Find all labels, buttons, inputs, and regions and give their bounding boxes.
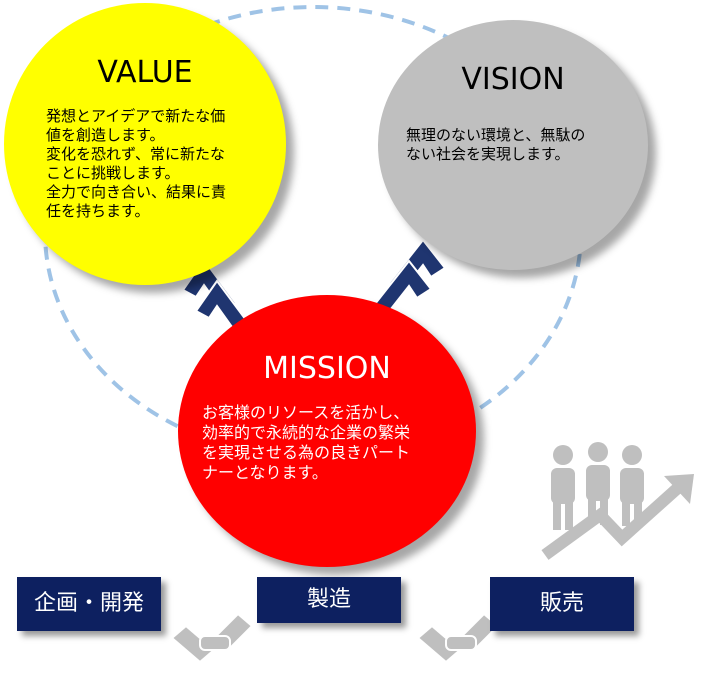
vision-text: 無理のない環境と、無駄の ない社会を実現します。 (406, 126, 638, 164)
people-growth-icon (541, 442, 694, 560)
value-circle: VALUE 発想とアイデアで新たな価 値を創造します。 変化を恐れず、常に新たな… (4, 3, 286, 285)
vision-line: 無理のない環境と、無駄の (406, 126, 586, 144)
handshake-icon (416, 612, 500, 664)
mission-line: 効率的で永続的な企業の繁栄 (202, 423, 411, 442)
mission-title: MISSION (263, 351, 391, 386)
value-title: VALUE (97, 55, 193, 90)
mission-line: ナーとなります。 (202, 463, 328, 482)
value-text: 発想とアイデアで新たな価 値を創造します。 変化を恐れず、常に新たな ことに挑戦… (46, 107, 266, 221)
step-box-sales: 販売 (490, 577, 634, 631)
value-line: 全力で向き合い、結果に責 (46, 183, 227, 201)
value-line: 変化を恐れず、常に新たな (46, 145, 225, 163)
value-line: 任を持ちます。 (46, 202, 150, 220)
step-box-planning: 企画・開発 (17, 577, 161, 631)
handshake-icon (170, 612, 254, 664)
value-line: 値を創造します。 (46, 126, 165, 144)
chevron-up-right-icon (373, 238, 447, 316)
value-line: 発想とアイデアで新たな価 (46, 107, 226, 125)
mission-circle: MISSION お客様のリソースを活かし、 効率的で永続的な企業の繁栄 を実現さ… (178, 295, 476, 567)
vision-title: VISION (461, 62, 565, 97)
vision-circle: VISION 無理のない環境と、無駄の ない社会を実現します。 (378, 20, 648, 270)
value-line: ことに挑戦します。 (46, 164, 180, 182)
step-box-manufacturing: 製造 (257, 577, 401, 623)
mission-line: お客様のリソースを活かし、 (202, 403, 410, 422)
mission-line: を実現させる為の良きパート (202, 443, 411, 462)
vision-line: ない社会を実現します。 (406, 145, 570, 163)
mission-text: お客様のリソースを活かし、 効率的で永続的な企業の繁栄 を実現させる為の良きパー… (202, 403, 464, 483)
